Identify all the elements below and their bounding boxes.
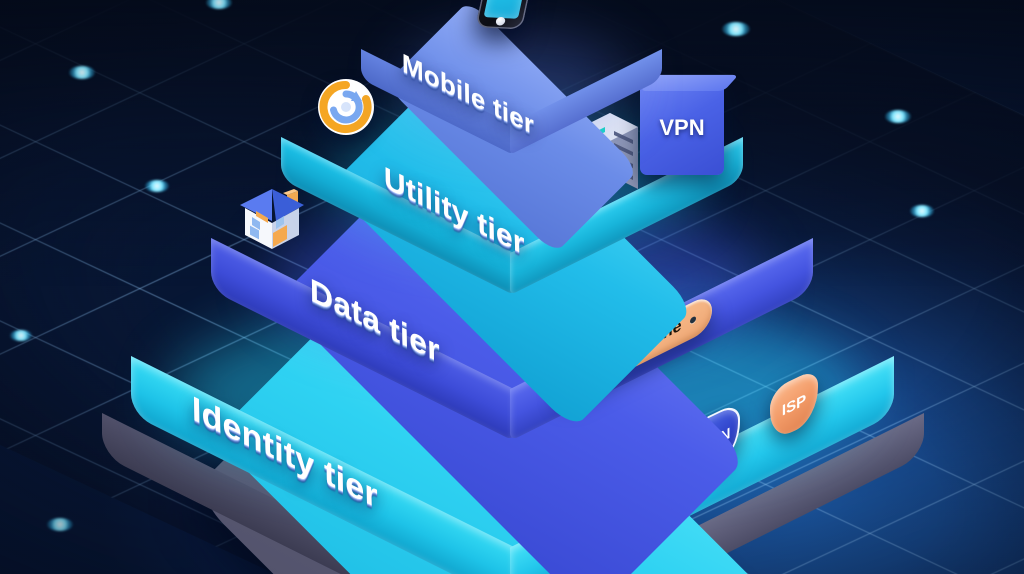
phone-screen [483,0,535,19]
isp-shield-label: ISP [781,390,807,420]
house-home-icon [232,181,312,253]
vpn-server-cube-icon: VPN [640,74,739,175]
vpn-cube-label: VPN [659,115,705,140]
phone-home-button [494,16,506,26]
unlimited-lane-dot [689,315,696,325]
sync-refresh-icon [318,79,374,135]
vpn-cube-face [640,81,724,175]
tier-stack: Identity tier VPN ISP [62,0,962,574]
